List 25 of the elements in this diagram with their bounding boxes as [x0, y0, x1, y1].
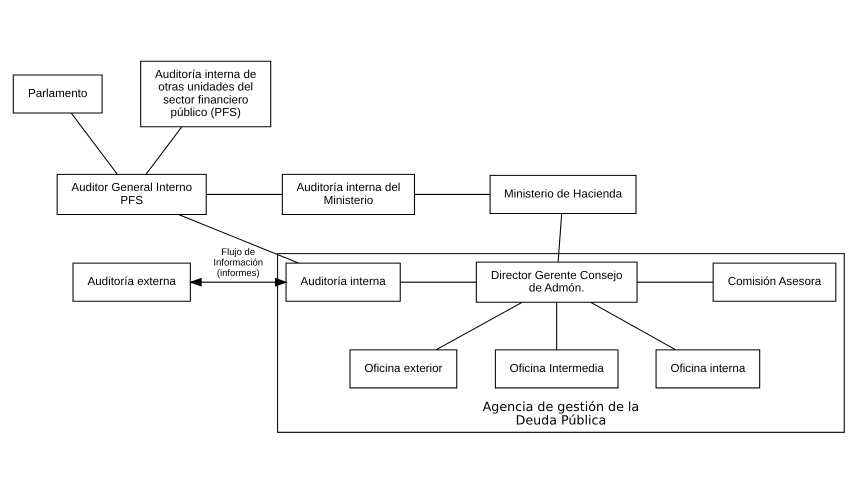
connector	[178, 214, 299, 264]
node-box: Oficina Intermedia	[494, 349, 619, 388]
connector	[558, 214, 562, 262]
node-box: Oficina exterior	[349, 349, 458, 388]
connector	[436, 302, 522, 350]
connector	[70, 112, 118, 174]
node-box: Director Gerente Consejo de Admón.	[476, 262, 638, 303]
arrow	[189, 278, 288, 287]
node-box: Comisión Asesora	[712, 262, 836, 302]
connector	[590, 302, 676, 350]
connector	[146, 126, 182, 175]
node-box: Oficina interna	[656, 349, 760, 388]
edge-label: Flujo de Información (informes)	[213, 246, 264, 280]
node-box: Auditor General Interno PFS	[56, 174, 207, 216]
connector	[206, 194, 282, 195]
connector	[414, 194, 490, 195]
node-box: Auditoría externa	[72, 262, 191, 302]
connector	[400, 282, 476, 283]
node-box: Parlamento	[12, 74, 103, 114]
node-box: Auditoría interna	[286, 262, 401, 302]
node-box: Auditoría interna de otras unidades del sector financiero público (PFS)	[140, 60, 272, 128]
node-box: Auditoría interna del Ministerio	[282, 174, 416, 216]
connector	[556, 302, 558, 350]
node-box: Ministerio de Hacienda	[490, 174, 637, 214]
connector	[637, 282, 714, 283]
